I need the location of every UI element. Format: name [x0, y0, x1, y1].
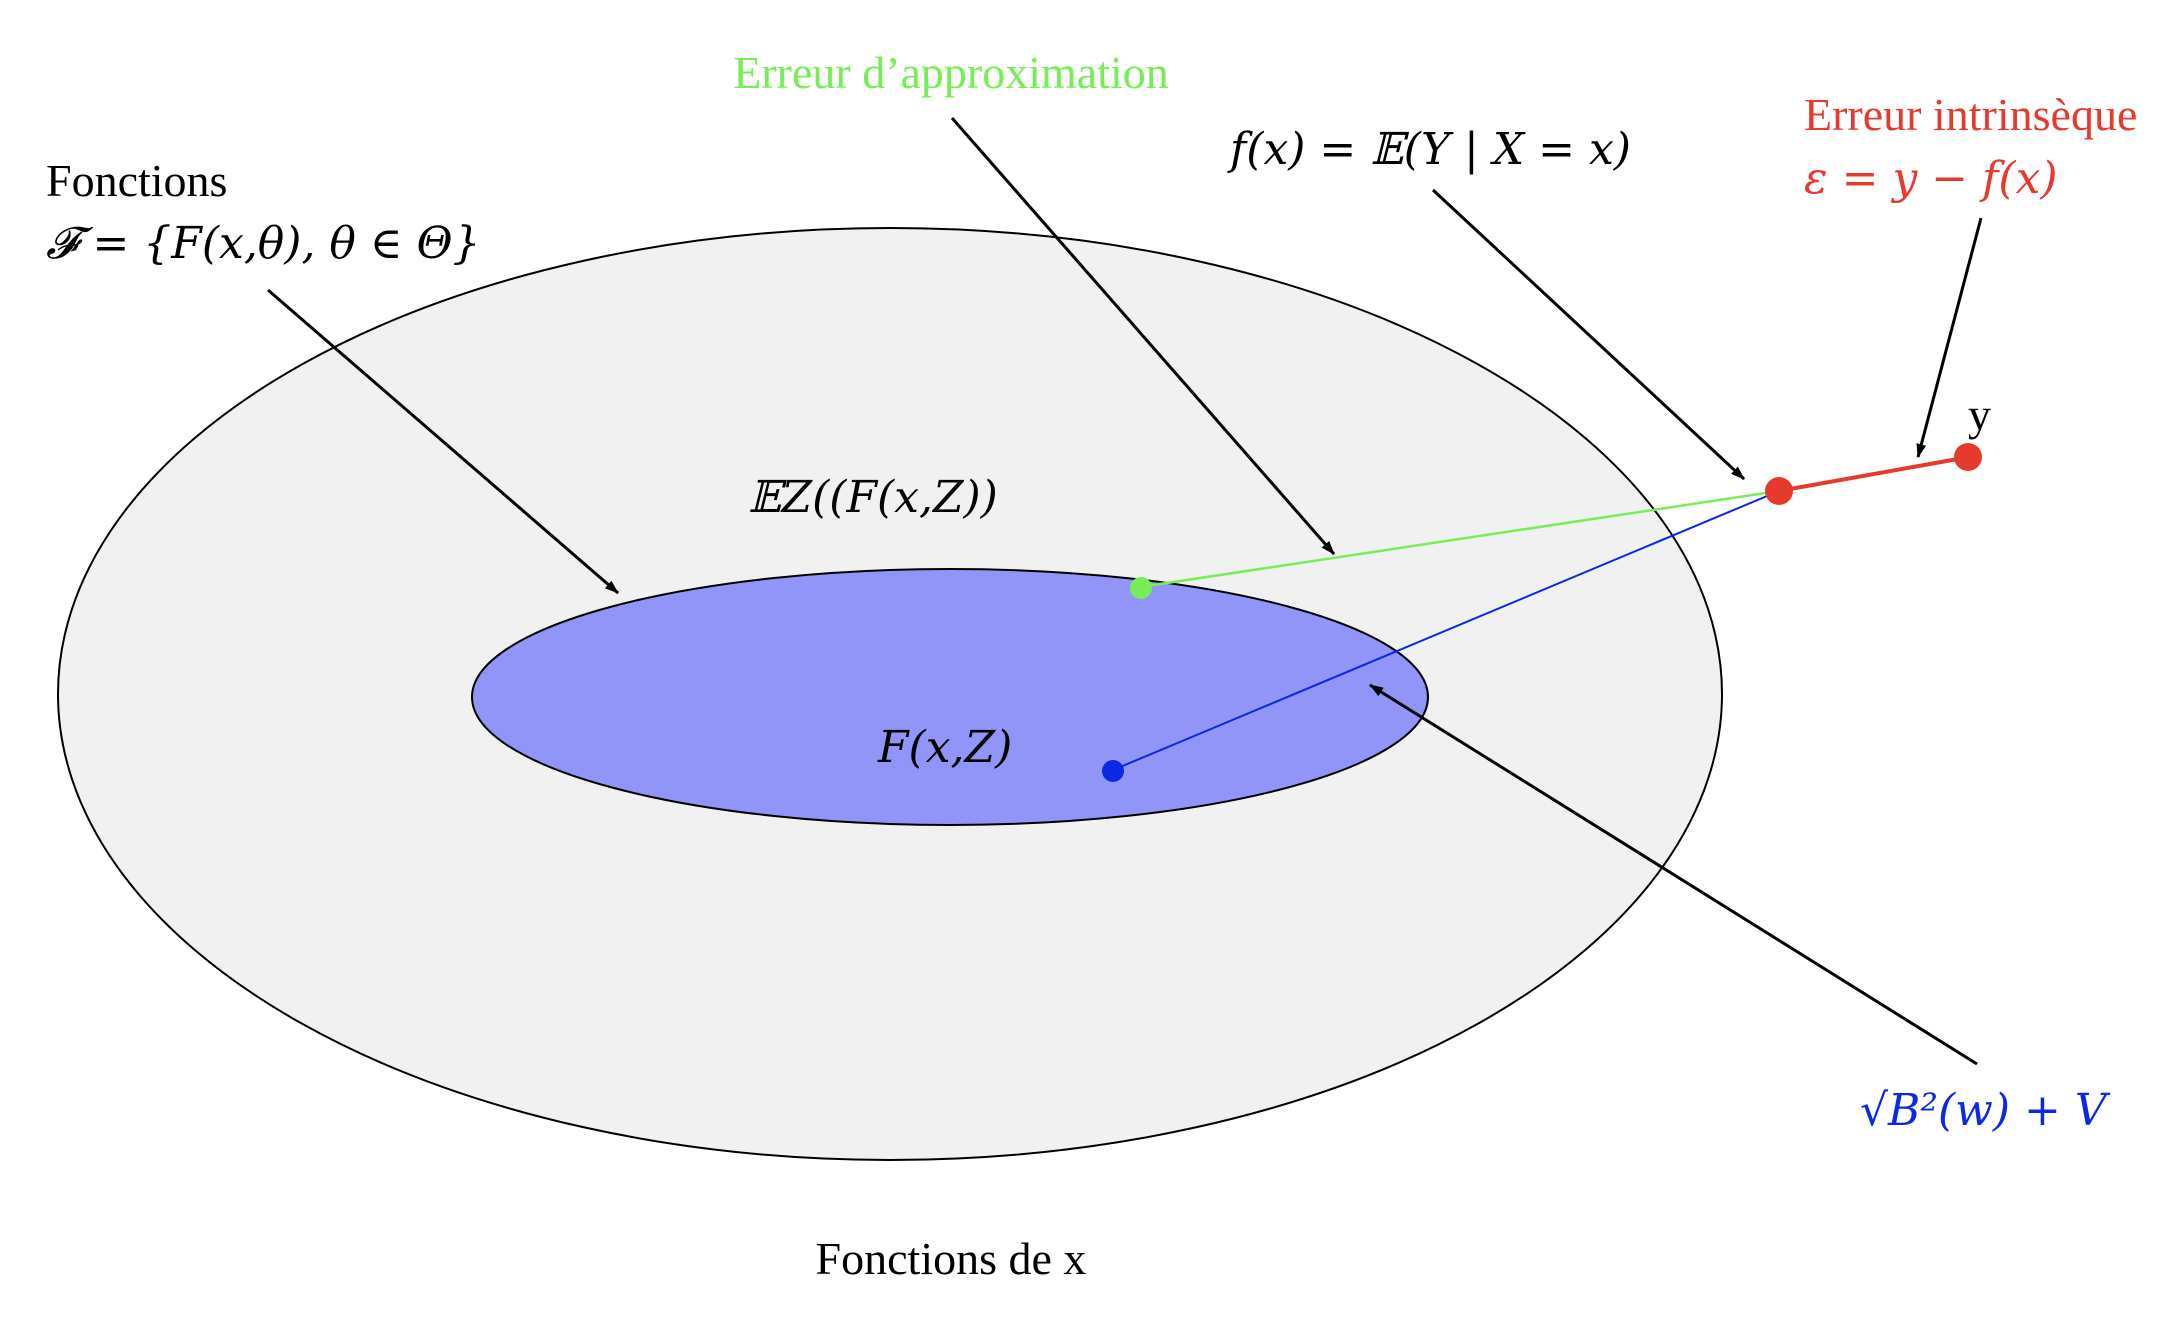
- intrinsic-error-label: Erreur intrinsèque: [1804, 89, 2137, 140]
- approximation-error-line: [1139, 489, 1780, 589]
- expected-model-label: 𝔼Z((F(x,Z)): [748, 472, 998, 523]
- model-family-definition: 𝓕 = {F(x,θ), θ ∈ Θ}: [46, 218, 481, 269]
- model-family-region: [471, 568, 1429, 826]
- observation-y-point: [1954, 443, 1982, 471]
- arrow-to-conditional-expectation: [1431, 188, 1746, 481]
- conditional-expectation-label: f(x) = 𝔼(Y | X = x): [1227, 124, 1631, 175]
- outer-space-caption: Fonctions de x: [816, 1233, 1087, 1284]
- arrow-to-intrinsic-error: [1916, 217, 1983, 458]
- conditional-expectation-point: [1765, 477, 1793, 505]
- best-approximation-point: [1130, 577, 1152, 599]
- arrow-to-model-family: [267, 288, 619, 595]
- intrinsic-error-line: [1778, 455, 1970, 493]
- functions-label: Fonctions: [46, 155, 227, 206]
- bias-variance-label: √B²(w) + V: [1860, 1085, 2111, 1136]
- model-estimate-point: [1102, 760, 1124, 782]
- approximation-error-label: Erreur d’approximation: [733, 47, 1169, 98]
- arrow-to-bias-variance: [1369, 683, 1978, 1066]
- model-output-label: F(x,Z): [877, 722, 1012, 773]
- bias-variance-line: [1112, 490, 1780, 771]
- arrow-to-approximation-error: [950, 117, 1336, 555]
- observation-label: y: [1968, 389, 1991, 440]
- epsilon-definition: ε = y − f(x): [1804, 153, 2058, 204]
